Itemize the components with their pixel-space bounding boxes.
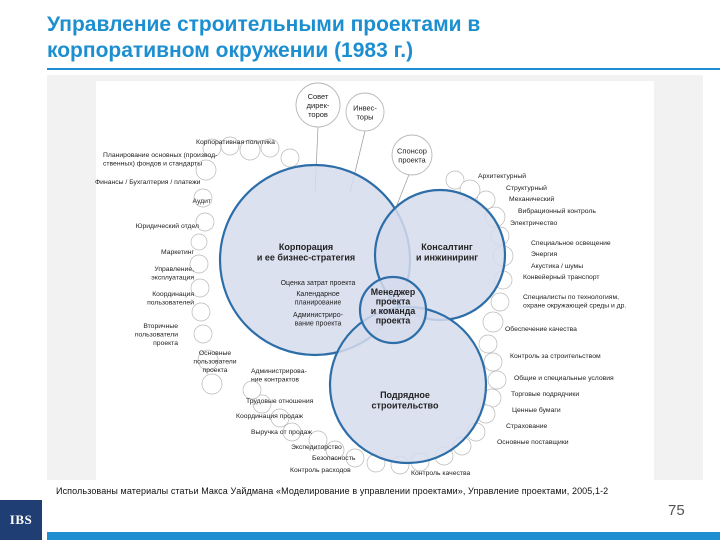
scallop-bubble [197,349,219,371]
quality-control-label: Контроль качества [411,470,471,477]
title-underline [47,68,720,70]
scallop-bubble [345,448,365,468]
source-caption: Использованы материалы статьи Макса Уайд… [56,486,609,496]
scallop-bubble [482,311,504,333]
slide-title: Управление строительными проектами в кор… [47,13,481,62]
scallop-bubble [282,422,302,442]
contract-admin-label: Администрирова-ние контрактов [251,368,307,384]
scallop-bubble [220,136,240,156]
scallop-bubble [191,302,211,322]
sponsor-circle [391,134,433,176]
leader-line [394,171,411,211]
scallop-bubble [483,352,503,372]
sales-revenue-label: Выручка от продаж [251,429,312,436]
vibration-label: Вибрационный контроль [518,207,596,215]
scallop-bubble [487,370,507,390]
administration-label: Администриро-вание проекта [293,312,344,328]
sales-coordination-label: Координация продаж [236,413,304,420]
scallop-bubble [478,334,498,354]
securities-label: Ценные бумаги [512,406,561,414]
scallop-bubble [239,139,261,161]
finance-label: Финансы / Бухгалтерия / платежи [95,179,201,186]
scallop-bubble [195,159,217,181]
board-circle [295,82,341,128]
project-costs-label: Оценка затрат проекта [281,280,356,287]
legal-label: Юридический отдел [136,222,199,230]
scallop-bubble [325,440,345,460]
scallop-bubble [308,430,328,450]
ibs-logo: IBS [0,500,42,540]
labor-relations-label: Трудовые отношения [246,398,314,405]
scallop-bubble [242,380,262,400]
structural-label: Структурный [506,184,547,192]
scallop-bubble [195,212,215,232]
scallop-bubble [193,188,213,208]
safety-label: Безопасность [312,455,356,462]
scallop-bubble [260,138,280,158]
scallop-bubble [490,292,510,312]
tech-specialists-label: Специалисты по технологиям,охране окружа… [523,294,626,310]
scallop-bubble [201,373,223,395]
page-number: 75 [668,502,685,519]
suppliers-trade-label: Торговые подрядчики [511,391,579,398]
mechanical-label: Механический [509,195,555,203]
operation-label: Управление,эксплуатация [151,266,194,282]
quality-assurance-label: Обеспечение качества [505,325,577,333]
scallop-bubble [445,170,465,190]
investor-circle [345,92,385,132]
scallop-bubble [270,408,290,428]
scallop-bubble [280,148,300,168]
scallop-bubble [190,233,208,251]
acoustics-label: Акустика / шумы [531,263,583,270]
lighting-label: Специальное освещение [531,240,611,247]
insurance-label: Страхование [506,423,548,430]
bottom-accent-bar [47,532,720,540]
conditions-label: Общие и специальные условия [514,374,614,382]
scallop-bubble [193,324,213,344]
energy-label: Энергия [531,251,557,258]
conveyor-label: Конвейерный транспорт [523,273,600,281]
scallop-bubble [252,394,272,414]
scallop-bubble [190,278,210,298]
audit-label: Аудит [192,198,211,205]
architecture-label: Архитектурный [478,172,526,180]
expediting-label: Экспедиторство [291,444,342,451]
electric-label: Электричество [510,220,558,227]
construction-control-label: Контроль за строительством [510,353,601,360]
manager-circle [358,275,428,345]
main-suppliers-label: Основные поставщики [497,439,569,446]
marketing-label: Маркетинг [161,249,195,256]
cost-control-label: Контроль расходов [290,467,351,474]
scallop-bubble [189,254,209,274]
investor-label: Инвес-торы [353,104,377,122]
corp-policy-label: Корпоративная политика [196,139,275,146]
fund-planning-label: Планирование основных (производ-ственных… [103,152,217,168]
